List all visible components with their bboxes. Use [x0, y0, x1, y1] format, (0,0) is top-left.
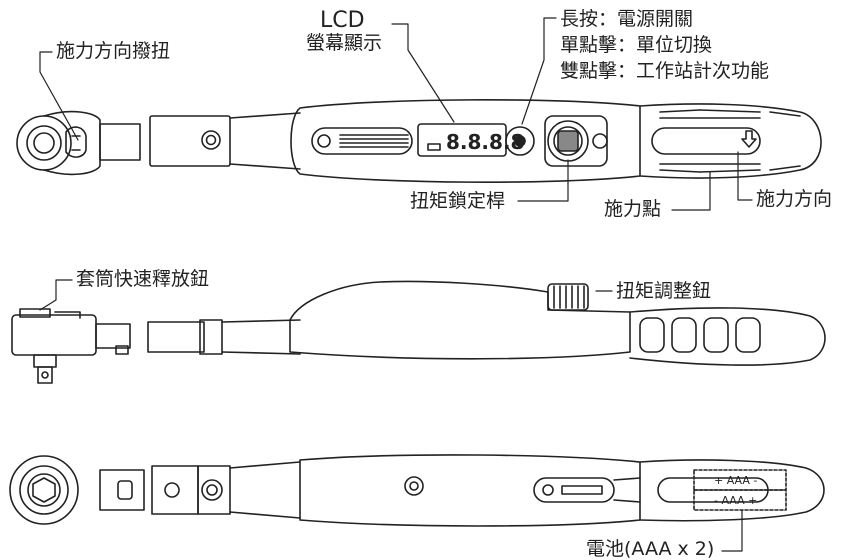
torque-lock-label: 扭矩鎖定桿 — [410, 190, 506, 212]
long-press-label: 長按：電源開關 — [560, 8, 694, 30]
ratchet-head-inner — [26, 125, 62, 161]
battery-label: 電池(AAA x 2) — [586, 538, 715, 560]
battery-label-bottom: - AAA + — [714, 494, 757, 507]
direction-lever — [65, 126, 87, 158]
lcd-digits: 8.8.8.8 — [446, 130, 524, 154]
lcd-desc-label: 螢幕顯示 — [306, 32, 383, 54]
power-button[interactable] — [505, 126, 535, 156]
top-view-wrench — [16, 99, 822, 183]
torque-adjust-knob[interactable] — [547, 283, 589, 311]
bottom-view-wrench — [9, 454, 825, 527]
force-direction-ratchet-label: 施力方向撥扭 — [56, 40, 171, 62]
torque-adjust-label: 扭矩調整鈕 — [616, 280, 712, 302]
socket-release-label: 套筒快速釋放鈕 — [76, 268, 210, 290]
force-direction-label: 施力方向 — [756, 188, 833, 210]
double-click-label: 雙點擊：工作站計次功能 — [560, 60, 770, 82]
lcd-title-label: LCD — [320, 8, 365, 33]
ratchet-head-outer — [16, 115, 72, 171]
callout-lines — [39, 17, 753, 552]
single-click-label: 單點擊：單位切換 — [560, 34, 713, 56]
side-view-wrench — [11, 280, 826, 384]
force-point-label: 施力點 — [604, 198, 662, 220]
battery-label-top: + AAA - — [714, 474, 757, 487]
battery-compartment-bottom — [693, 489, 787, 511]
